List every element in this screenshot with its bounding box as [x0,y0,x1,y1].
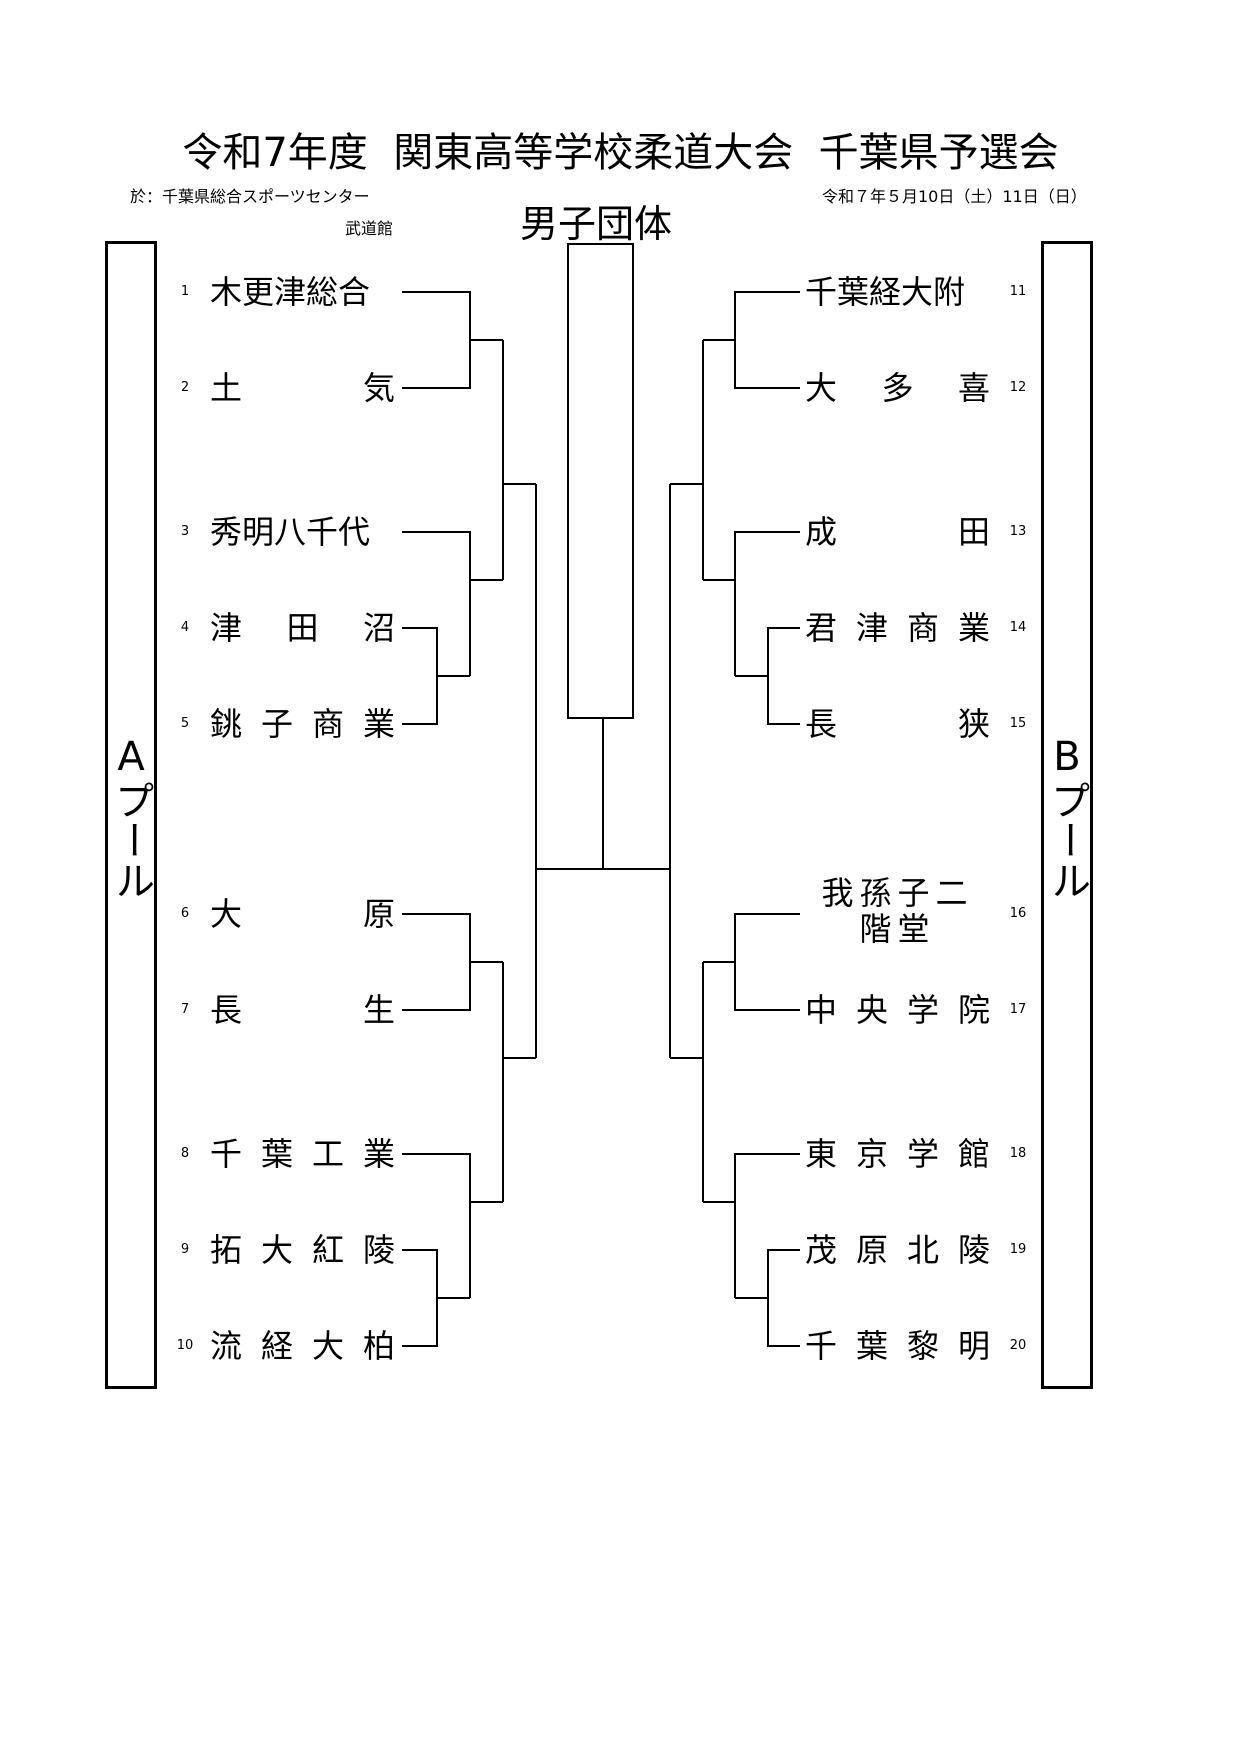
team-number: 16 [1009,906,1027,921]
team-name: 大原 [210,895,395,933]
team-number: 3 [180,524,190,539]
bracket-line [734,531,800,676]
team-number: 18 [1009,1146,1027,1161]
pool-a-box: Aプール [105,241,157,1389]
team-number: 6 [180,906,190,921]
team-number: 11 [1009,284,1027,299]
team-name: 土気 [210,369,395,407]
team-number: 9 [180,1242,190,1257]
bracket-line [734,913,800,1011]
team-number: 7 [180,1002,190,1017]
team-name: 千葉工業 [210,1135,395,1173]
bracket-line [402,913,471,1011]
team-name: 大多喜 [805,369,990,407]
team-name: 木更津総合 [210,273,371,311]
team-name: 中央学院 [805,991,990,1029]
team-number: 13 [1009,524,1027,539]
team-name: 茂原北陵 [805,1231,990,1269]
team-number: 14 [1009,620,1027,635]
winner-box [567,243,634,719]
team-number: 19 [1009,1242,1027,1257]
pool-b-label: Bプール [1044,734,1090,900]
team-number: 17 [1009,1002,1027,1017]
team-name: 我孫子二階堂 [821,874,974,948]
bracket-line [767,627,800,725]
team-name: 秀明八千代 [210,513,371,551]
pool-a-label: Aプール [108,734,154,900]
bracket-line [402,627,438,725]
team-number: 1 [180,284,190,299]
venue-text: 於：千葉県総合スポーツセンター [130,187,370,206]
team-number: 15 [1009,716,1027,731]
team-name: 成田 [805,513,990,551]
team-name: 長生 [210,991,395,1029]
bracket-line [734,1153,800,1298]
page-title: 令和7年度 関東高等学校柔道大会 千葉県予選会 [182,130,1059,176]
bracket-line [767,1249,800,1347]
team-name: 千葉経大附 [805,273,966,311]
team-name: 津田沼 [210,609,395,647]
team-name: 千葉黎明 [805,1327,990,1365]
team-name: 流経大柏 [210,1327,395,1365]
bracket-line [402,531,471,676]
bracket-line [402,1249,438,1347]
team-number: 2 [180,380,190,395]
team-name: 長狭 [805,705,990,743]
team-name: 君津商業 [805,609,990,647]
team-name: 銚子商業 [210,705,395,743]
bracket-line [402,1153,471,1298]
date-text: 令和７年５月10日（土）11日（日） [822,187,1087,206]
team-number: 10 [176,1338,194,1353]
venue-hall-text: 武道館 [345,219,394,238]
team-number: 4 [180,620,190,635]
team-name: 東京学館 [805,1135,990,1173]
team-number: 5 [180,716,190,731]
bracket-line [734,291,800,389]
event-title: 男子団体 [520,202,673,246]
pool-b-box: Bプール [1041,241,1093,1389]
team-name: 拓大紅陵 [210,1231,395,1269]
team-number: 8 [180,1146,190,1161]
bracket-line [402,291,471,389]
team-number: 12 [1009,380,1027,395]
team-number: 20 [1009,1338,1027,1353]
